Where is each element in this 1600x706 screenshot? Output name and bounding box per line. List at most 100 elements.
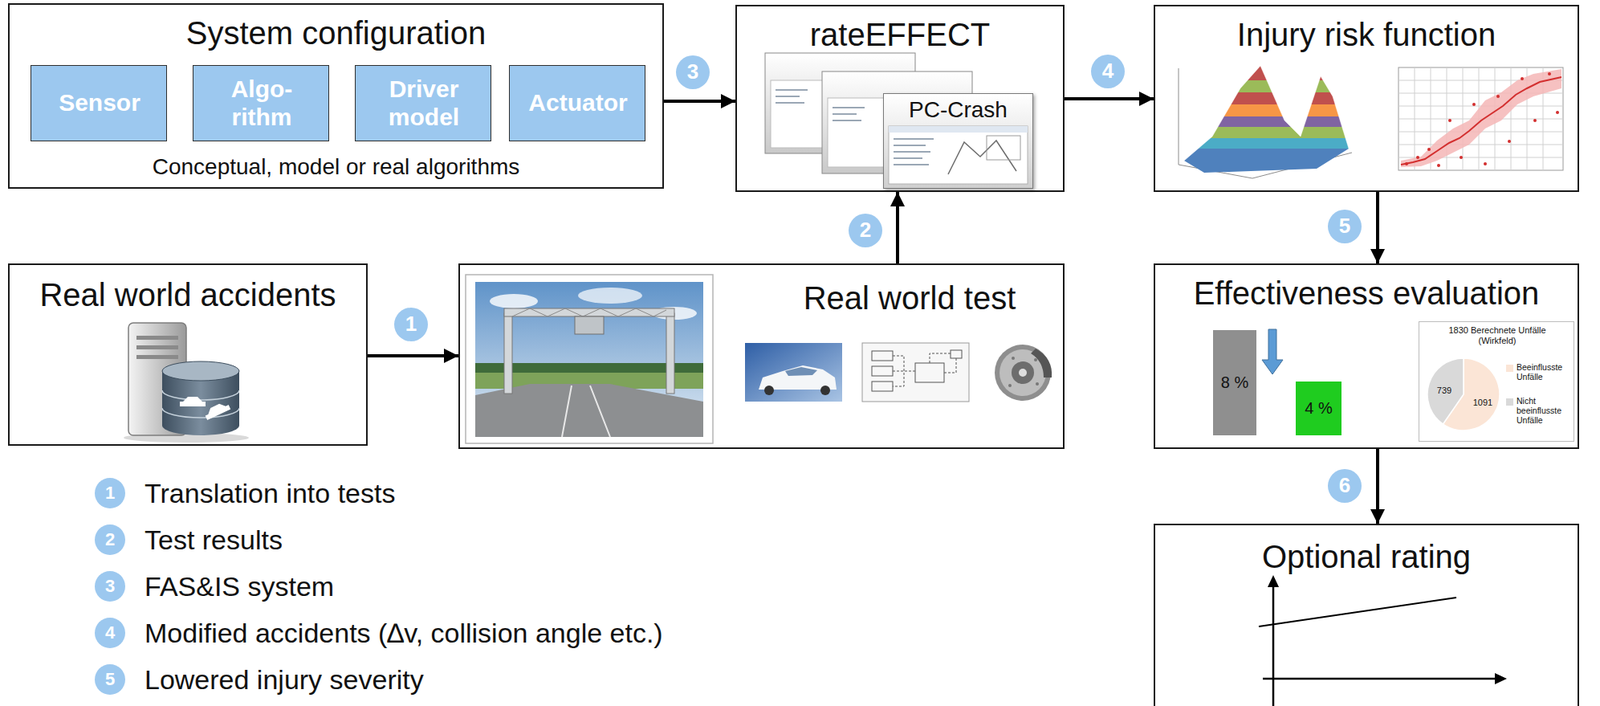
component-box: Algo- rithm <box>192 65 330 142</box>
component-box: Driver model <box>354 65 492 142</box>
list-number: 2 <box>94 524 126 555</box>
flow-arrow <box>1064 97 1154 101</box>
text-slot: Actuator <box>509 89 647 118</box>
vehicle-picture <box>745 342 843 402</box>
node-title: Actuator <box>528 89 627 118</box>
callout-number: 5 <box>105 668 115 689</box>
text-slot: PC-Crash <box>887 97 1030 123</box>
text-slot: Conceptual, model or real algorithms <box>9 154 663 180</box>
node-title: rateEFFECT <box>810 16 990 53</box>
list-number: 4 <box>94 617 126 648</box>
bar: 8 % <box>1213 329 1257 436</box>
text-slot: rateEFFECT <box>736 16 1063 53</box>
text-slot: 4 % <box>1295 398 1342 418</box>
chart-panel: 1830 Berechnete Unfälle (Wirkfeld) 739 109… <box>1418 321 1575 442</box>
node-title: Sensor <box>58 89 141 118</box>
legend-swatch <box>1506 364 1514 372</box>
node-title: 8 % <box>1221 373 1249 392</box>
node-title: Optional rating <box>1262 537 1471 575</box>
callout-number: 4 <box>1102 59 1114 84</box>
text-slot: Nicht beeinflusste Unfälle <box>1516 395 1572 427</box>
list-number: 5 <box>94 663 126 695</box>
text-slot: Test results <box>144 524 948 556</box>
rating-axes <box>1258 574 1507 706</box>
text-slot: 8 % <box>1213 373 1257 392</box>
node-title: Real world accidents <box>39 276 336 314</box>
text-slot: Real world test <box>773 279 1047 317</box>
process-box: Effectiveness evaluation 8 % 4 % 1830 Berec… <box>1153 263 1580 449</box>
node-title: Effectiveness evaluation <box>1193 274 1540 312</box>
flow-arrow <box>1376 191 1380 264</box>
callout-number: 2 <box>105 529 115 550</box>
injury-surface-chart <box>1172 60 1357 181</box>
brake-disc-picture <box>994 344 1052 401</box>
text-slot: Sensor <box>31 89 168 118</box>
node-title: 1830 Berechnete Unfälle (Wirkfeld) <box>1437 325 1558 346</box>
legend-swatch <box>1506 398 1514 406</box>
callout-circle: 2 <box>848 213 883 248</box>
injury-scatter-chart <box>1398 67 1564 171</box>
node-title: 4 % <box>1304 398 1332 418</box>
callout-circle: 5 <box>1327 209 1362 244</box>
process-box: Injury risk function <box>1153 4 1580 192</box>
process-box: Real world test <box>458 263 1065 449</box>
text-slot: Lowered injury severity <box>144 663 948 696</box>
node-subtitle: Conceptual, model or real algorithms <box>152 154 521 180</box>
callout-circle: 4 <box>1091 54 1125 89</box>
slice-value: 739 <box>1437 385 1452 396</box>
list-number: 1 <box>94 477 126 509</box>
callout-number: 1 <box>405 312 417 337</box>
text-slot: 1091 <box>1469 394 1497 409</box>
text-slot: Optional rating <box>1155 537 1578 575</box>
text-slot: Beeinflusste Unfälle <box>1516 362 1572 383</box>
group-box: System configurationConceptual, model or… <box>8 3 664 189</box>
callout-number: 3 <box>687 60 699 85</box>
callout-circle: 6 <box>1327 468 1362 503</box>
text-slot: 739 <box>1430 382 1458 397</box>
component-box: Sensor <box>30 65 167 142</box>
callout-number: 4 <box>105 622 115 643</box>
node-title: PC-Crash <box>908 97 1008 123</box>
text-slot: Algo- rithm <box>193 75 330 131</box>
text-slot: Effectiveness evaluation <box>1155 274 1578 312</box>
list-number: 3 <box>94 570 126 602</box>
slice-value: 1091 <box>1473 397 1493 408</box>
process-box: Optional rating <box>1153 523 1580 706</box>
flow-arrow <box>663 99 736 103</box>
text-slot: Real world accidents <box>9 276 367 314</box>
callout-circle: 1 <box>394 307 428 342</box>
callout-number: 1 <box>105 482 115 503</box>
node-title: Real world test <box>803 279 1017 317</box>
legend-text: Nicht beeinflusste Unfälle <box>1516 395 1572 425</box>
list-text: Translation into tests <box>144 477 395 509</box>
text-slot: Modified accidents (∆v, collision angle … <box>144 617 948 649</box>
tool-box: rateEFFECT PC-Crash <box>735 4 1065 192</box>
list-text: Lowered injury severity <box>144 663 424 696</box>
text-slot: Injury risk function <box>1155 16 1578 53</box>
component-box: Actuator <box>508 65 646 142</box>
legend-text: Beeinflusste Unfälle <box>1516 362 1572 382</box>
reduction-arrow <box>1262 329 1283 375</box>
bar: 4 % <box>1295 381 1342 436</box>
node-title: Injury risk function <box>1237 16 1496 53</box>
callout-circle: 3 <box>675 55 710 90</box>
node-title: Driver model <box>363 75 485 131</box>
node-title: Algo- rithm <box>213 75 310 131</box>
callout-number: 2 <box>859 218 872 243</box>
list-text: FAS&IS system <box>144 570 334 603</box>
text-slot: System configuration <box>9 14 663 52</box>
callout-number: 6 <box>1339 473 1351 498</box>
software-window: PC-Crash <box>883 93 1034 189</box>
flow-arrow <box>895 191 900 264</box>
database-server-icon <box>123 322 249 443</box>
node-title: System configuration <box>186 14 487 52</box>
circuit-diagram <box>862 342 969 402</box>
text-slot: Translation into tests <box>144 477 948 509</box>
flow-arrow <box>367 354 459 358</box>
list-text: Modified accidents (∆v, collision angle … <box>144 617 664 649</box>
list-text: Test results <box>144 524 283 556</box>
callout-number: 5 <box>1339 214 1351 239</box>
text-slot: FAS&IS system <box>144 570 948 603</box>
process-box: Real world accidents <box>8 263 368 446</box>
text-slot: 1830 Berechnete Unfälle (Wirkfeld) <box>1437 325 1558 347</box>
